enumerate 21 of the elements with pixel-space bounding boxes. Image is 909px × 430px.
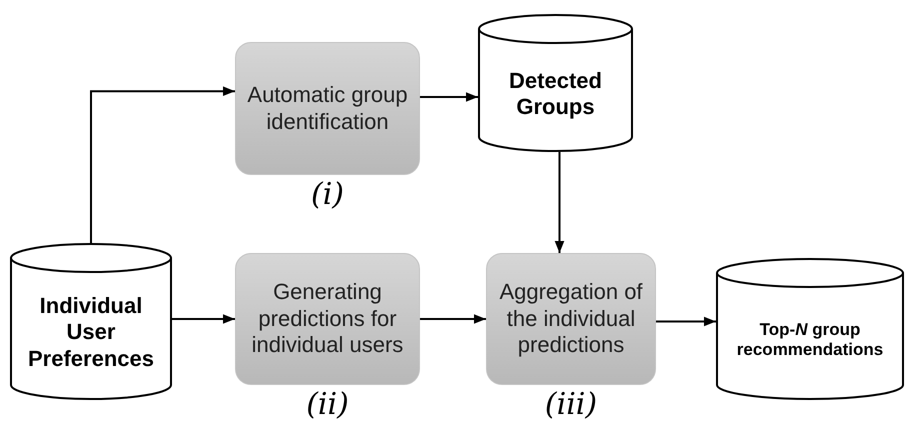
arrow	[420, 314, 486, 324]
step-number: (i)	[310, 177, 345, 212]
node-label: Top-N group recommendations	[736, 320, 884, 360]
arrow	[90, 86, 235, 243]
process-box	[235, 253, 420, 385]
node-label: Detected Groups	[508, 68, 603, 120]
database-cylinder	[10, 243, 172, 400]
database-cylinder	[478, 14, 633, 152]
node-label: Generating predictions for individual users	[250, 279, 404, 359]
process-box	[235, 42, 420, 175]
node-label: Automatic group identification	[246, 82, 409, 135]
arrow	[420, 92, 478, 102]
arrow	[172, 314, 235, 324]
step-number: (iii)	[544, 387, 598, 422]
arrow	[554, 152, 564, 253]
database-cylinder	[716, 258, 904, 400]
step-number: (ii)	[305, 387, 350, 422]
node-label: Individual User Preferences	[27, 292, 155, 372]
process-box	[486, 253, 656, 385]
arrow	[656, 316, 716, 326]
node-label: Aggregation of the individual predictions	[498, 279, 644, 359]
